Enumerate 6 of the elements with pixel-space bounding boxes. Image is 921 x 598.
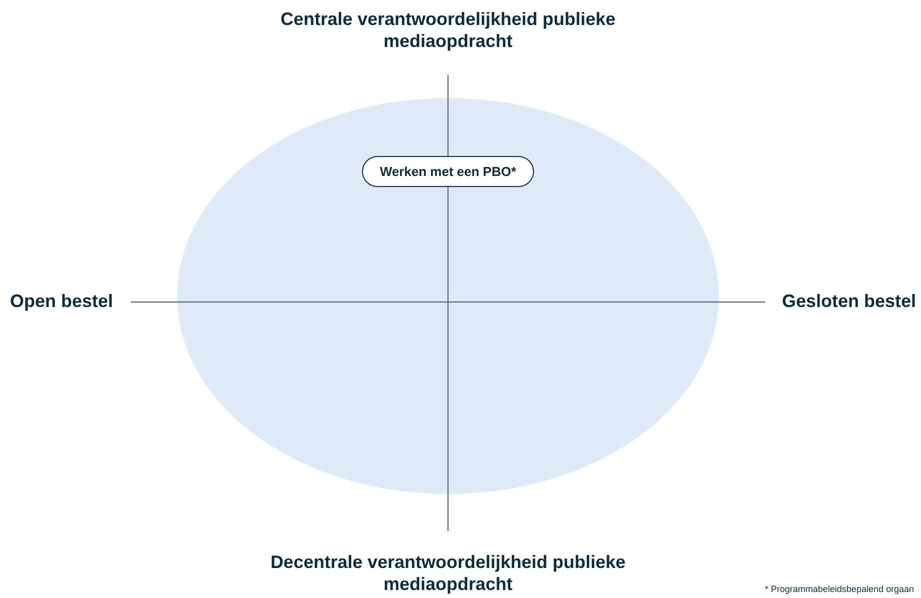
axis-label: Centrale verantwoordelijkheid publieke mediaopdracht — [279, 8, 617, 52]
axis-label: Gesloten bestel — [780, 290, 916, 312]
axis-label: Open bestel — [10, 290, 114, 312]
pill-label: Werken met een PBO* — [362, 156, 534, 187]
axis-label: Decentrale verantwoordelijkheid publieke mediaopdracht — [269, 551, 627, 595]
footnote: * Programmabeleidsbepalend orgaan — [764, 583, 914, 595]
